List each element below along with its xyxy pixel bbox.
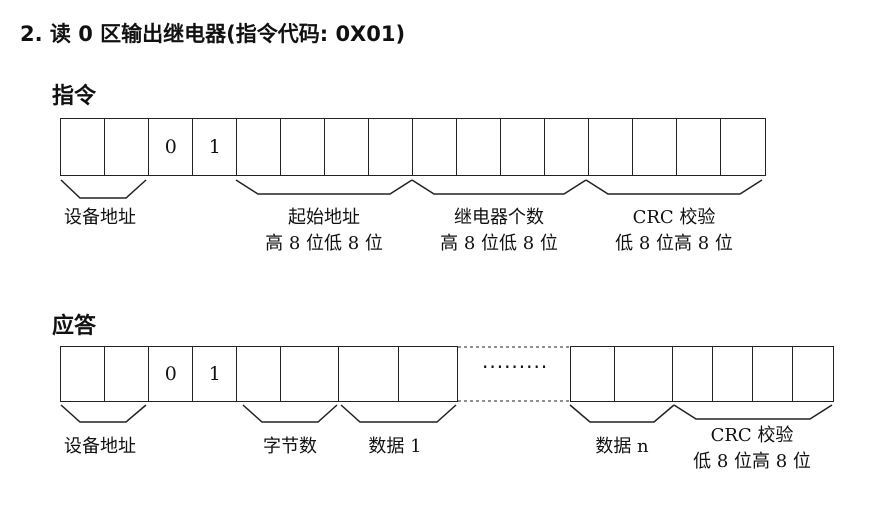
command-cell [60,118,106,176]
label-crc-command: CRC 校验 低 8 位高 8 位 [615,207,733,254]
command-cell: 1 [192,118,238,176]
response-cell [398,346,458,402]
label-byte-count: 字节数 [263,436,317,457]
label-data-1: 数据 1 [368,436,422,457]
response-cell [712,346,754,402]
bracket-crc-response [673,404,833,420]
response-cell [614,346,674,402]
response-cell [570,346,616,402]
command-cell [500,118,546,176]
label-data-n: 数据 n [595,436,649,457]
command-cell [456,118,502,176]
label-device-address: 设备地址 [64,207,136,228]
response-cell [792,346,834,402]
page-title: 2. 读 0 区输出继电器(指令代码: 0X01) [20,22,406,46]
response-cell [236,346,282,402]
command-heading: 指令 [52,84,97,109]
command-cell [544,118,590,176]
response-cell [752,346,794,402]
label-relay-count: 继电器个数 高 8 位低 8 位 [440,207,558,254]
response-cell [280,346,340,402]
command-cell: 0 [148,118,194,176]
bracket-relay-count [411,179,587,195]
command-cell [280,118,326,176]
label-start-address: 起始地址 高 8 位低 8 位 [265,207,383,254]
response-ellipsis: ········· [482,355,549,379]
response-cell [104,346,150,402]
response-cell: 1 [192,346,238,402]
bracket-device-address [60,179,147,199]
response-heading: 应答 [52,314,97,339]
command-cell [412,118,458,176]
command-cell [720,118,766,176]
bracket-start-address [235,179,413,195]
bracket-device-address-resp [60,404,147,423]
command-cell [676,118,722,176]
response-cell [60,346,106,402]
command-cell [324,118,370,176]
label-device-address-resp: 设备地址 [64,436,136,457]
response-cell [672,346,714,402]
command-cell [104,118,150,176]
bracket-data-n [569,404,675,423]
bracket-data-1 [340,404,457,423]
command-cell [588,118,634,176]
command-cell [368,118,414,176]
label-crc-response: CRC 校验 低 8 位高 8 位 [693,425,811,472]
command-cell [236,118,282,176]
response-cell: 0 [148,346,194,402]
bracket-crc-command [585,179,763,195]
bracket-byte-count [242,404,338,423]
response-cell [338,346,400,402]
command-cell [632,118,678,176]
